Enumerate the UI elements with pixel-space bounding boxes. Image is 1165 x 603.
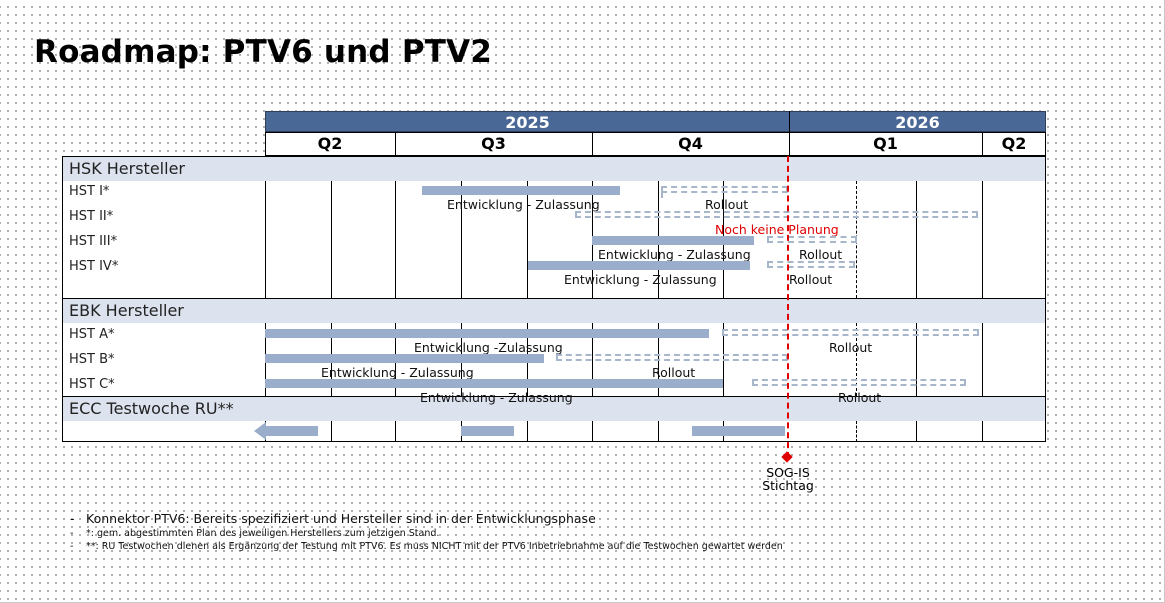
development-bar xyxy=(265,379,723,388)
bar-label: Entwicklung - Zulassung xyxy=(598,247,751,262)
quarter-label: Q1 xyxy=(873,134,898,153)
development-bar xyxy=(265,354,544,363)
development-bar xyxy=(592,236,754,245)
diamond-marker-icon xyxy=(781,451,793,463)
planned-rollout-bar xyxy=(767,261,855,268)
year-header-2025: 2025 xyxy=(265,111,790,132)
grid-line xyxy=(395,421,396,442)
year-header-2026: 2026 xyxy=(789,111,1046,132)
grid-line xyxy=(916,181,917,298)
grid-line xyxy=(856,323,857,396)
group-band-ebk xyxy=(63,299,1045,323)
footnote-bullet: - xyxy=(70,528,74,539)
quarter-label: Q3 xyxy=(481,134,506,153)
bar-label: Rollout xyxy=(799,247,843,262)
stichtag-label-line2: Stichtag xyxy=(762,478,814,493)
planned-rollout-bar xyxy=(556,354,788,361)
footnote-text: *: gem. abgestimmten Plan des jeweiligen… xyxy=(86,528,440,539)
footnote: - *: gem. abgestimmten Plan des jeweilige… xyxy=(70,528,439,539)
planned-rollout-bar xyxy=(752,379,966,386)
row-label-hst-c: HST C* xyxy=(69,377,115,392)
grid-line xyxy=(982,323,983,396)
footnote: -Konnektor PTV6: Bereits spezifiziert un… xyxy=(70,511,596,526)
quarter-divider xyxy=(982,132,983,156)
grid-line xyxy=(658,421,659,442)
grid-line xyxy=(527,181,528,298)
stichtag-label-line1: SOG-IS xyxy=(766,465,810,480)
planned-rollout-bar xyxy=(661,186,663,198)
footnote-bullet: - xyxy=(70,511,75,526)
row-label-hst-i: HST I* xyxy=(69,184,110,199)
bar-label: Entwicklung - Zulassung xyxy=(564,272,717,287)
test-week-bar xyxy=(461,426,514,436)
planned-rollout-bar xyxy=(767,236,857,243)
grid-line xyxy=(395,181,396,298)
development-bar xyxy=(265,329,709,338)
test-week-bar xyxy=(265,426,318,436)
stichtag-label: SOG-IS Stichtag xyxy=(748,466,828,492)
stichtag-line xyxy=(787,156,789,458)
quarter-divider xyxy=(395,132,396,156)
quarter-label: Q2 xyxy=(1001,134,1027,153)
planned-rollout-bar xyxy=(722,329,979,336)
grid-line xyxy=(856,421,857,442)
row-label-hst-b: HST B* xyxy=(69,352,115,367)
group-label-ecc: ECC Testwoche RU** xyxy=(69,399,234,418)
group-label-ebk: EBK Hersteller xyxy=(69,301,184,320)
row-label-hst-iv: HST IV* xyxy=(69,259,119,274)
development-bar xyxy=(422,186,620,195)
grid-line xyxy=(592,421,593,442)
development-bar xyxy=(528,261,750,270)
bar-label-no-planning: Noch keine Planung xyxy=(715,222,839,237)
quarter-label: Q2 xyxy=(317,134,343,153)
test-week-bar xyxy=(692,426,785,436)
grid-line xyxy=(331,181,332,298)
grid-line xyxy=(265,181,266,298)
grid-line xyxy=(982,181,983,298)
page-title: Roadmap: PTV6 und PTV2 xyxy=(34,34,493,70)
grid-line xyxy=(527,421,528,442)
bar-label: Entwicklung -Zulassung xyxy=(414,340,563,355)
group-band-hsk xyxy=(63,157,1045,181)
arrow-left-icon xyxy=(254,422,266,440)
grid-line xyxy=(916,421,917,442)
bar-label: Entwicklung - Zulassung xyxy=(420,390,573,405)
bar-label: Rollout xyxy=(789,272,833,287)
bar-label: Rollout xyxy=(652,365,696,380)
group-band-ecc xyxy=(63,397,1045,421)
footnote-text: Konnektor PTV6: Bereits spezifiziert und… xyxy=(86,511,596,526)
planned-rollout-bar xyxy=(661,186,788,193)
group-label-hsk: HSK Hersteller xyxy=(69,159,185,178)
row-label-hst-a: HST A* xyxy=(69,327,115,342)
grid-line xyxy=(916,323,917,396)
bar-label: Entwicklung - Zulassung xyxy=(447,197,600,212)
bar-label: Rollout xyxy=(829,340,873,355)
bar-label: Rollout xyxy=(838,390,882,405)
group-separator xyxy=(62,396,1046,397)
quarter-label: Q4 xyxy=(678,134,703,153)
footnote: - **: RU Testwochen dienen als Ergänzung … xyxy=(70,541,783,552)
row-label-hst-iii: HST III* xyxy=(69,234,118,249)
group-separator xyxy=(62,298,1046,299)
bar-label: Entwicklung - Zulassung xyxy=(321,365,474,380)
bar-label: Rollout xyxy=(705,197,749,212)
year-divider xyxy=(789,111,790,156)
footnote-bullet: - xyxy=(70,541,74,552)
grid-line xyxy=(461,181,462,298)
row-label-hst-ii: HST II* xyxy=(69,209,114,224)
grid-line xyxy=(982,421,983,442)
grid-line xyxy=(331,421,332,442)
quarter-divider xyxy=(592,132,593,156)
planned-bar xyxy=(575,211,978,218)
footnote-text: **: RU Testwochen dienen als Ergänzung d… xyxy=(86,541,783,552)
